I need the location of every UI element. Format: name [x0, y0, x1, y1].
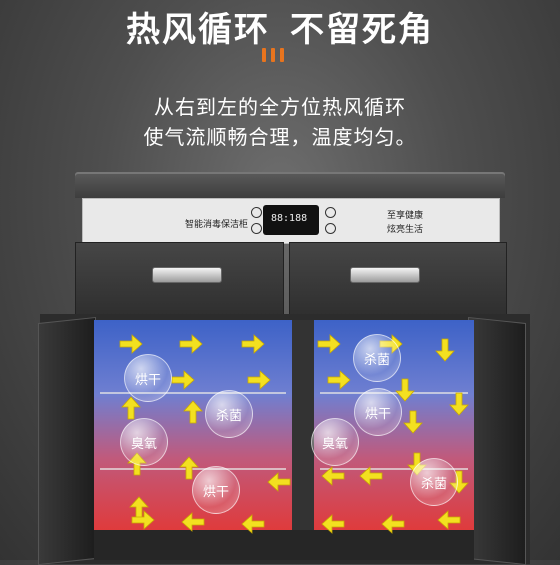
control-panel: 智能消毒保洁柜 88:188 至享健康 炫亮生活 [82, 198, 500, 244]
subtitle-line1: 从右到左的全方位热风循环 [154, 95, 406, 119]
door-left [38, 316, 96, 565]
airflow-arrow-icon [240, 512, 266, 536]
airflow-arrow-icon [320, 512, 346, 536]
cabinet-top [75, 172, 505, 198]
airflow-arrow-icon [436, 508, 462, 532]
airflow-arrow-icon [358, 464, 384, 488]
bubble-dry: 烘干 [354, 388, 402, 436]
headline-part1: 热风循环 [126, 10, 270, 50]
drawer-handle[interactable] [350, 267, 420, 283]
bubble-sterilize: 杀菌 [410, 458, 458, 506]
bubble-dry: 烘干 [124, 354, 172, 402]
bubble-dry: 烘干 [192, 466, 240, 514]
airflow-arrow-icon [401, 409, 425, 435]
panel-button-icon[interactable] [325, 223, 336, 234]
bubble-sterilize: 杀菌 [205, 390, 253, 438]
airflow-arrow-icon [118, 332, 144, 356]
dish-rack [100, 392, 286, 394]
door-right [468, 316, 526, 565]
airflow-arrow-icon [177, 455, 201, 481]
airflow-arrow-icon [266, 470, 292, 494]
airflow-arrow-icon [447, 391, 471, 417]
drawer-left[interactable] [75, 242, 284, 316]
panel-label-right-2: 炫亮生活 [387, 225, 424, 235]
cabinet-base [94, 530, 474, 560]
panel-label-left: 智能消毒保洁柜 [185, 220, 249, 230]
airflow-arrow-icon [326, 368, 352, 392]
airflow-arrow-icon [393, 377, 417, 403]
airflow-arrow-icon [246, 368, 272, 392]
airflow-arrow-icon [178, 332, 204, 356]
bubble-sterilize: 杀菌 [353, 334, 401, 382]
panel-button-icon[interactable] [251, 207, 262, 218]
chamber-divider [292, 320, 314, 532]
headline: 热风循环不留死角 [0, 2, 560, 51]
dish-rack [320, 392, 468, 394]
airflow-arrow-icon [170, 368, 196, 392]
dish-rack [320, 468, 468, 470]
airflow-arrow-icon [316, 332, 342, 356]
airflow-arrow-icon [180, 510, 206, 534]
airflow-arrow-icon [119, 395, 143, 421]
drawer-handle[interactable] [152, 267, 222, 283]
panel-label-right: 至享健康 炫亮生活 [387, 209, 423, 237]
airflow-arrow-icon [380, 512, 406, 536]
subtitle-line2: 使气流顺畅合理，温度均匀。 [143, 125, 417, 149]
bubble-deodorize: 臭氧 [120, 418, 168, 466]
airflow-arrow-icon [130, 508, 156, 532]
panel-label-right-1: 至享健康 [387, 211, 424, 221]
bubble-deodorize: 臭氧 [311, 418, 359, 466]
drawer-right[interactable] [289, 242, 507, 316]
airflow-arrow-icon [181, 399, 205, 425]
panel-button-icon[interactable] [251, 223, 262, 234]
dish-rack [100, 468, 286, 470]
airflow-arrow-icon [433, 337, 457, 363]
airflow-arrow-icon [320, 464, 346, 488]
panel-button-icon[interactable] [325, 207, 336, 218]
lcd-display: 88:188 [263, 205, 319, 235]
accent-dashes [262, 48, 284, 62]
lcd-digits: 88:188 [271, 213, 308, 224]
airflow-arrow-icon [240, 332, 266, 356]
headline-part2: 不留死角 [290, 10, 434, 50]
